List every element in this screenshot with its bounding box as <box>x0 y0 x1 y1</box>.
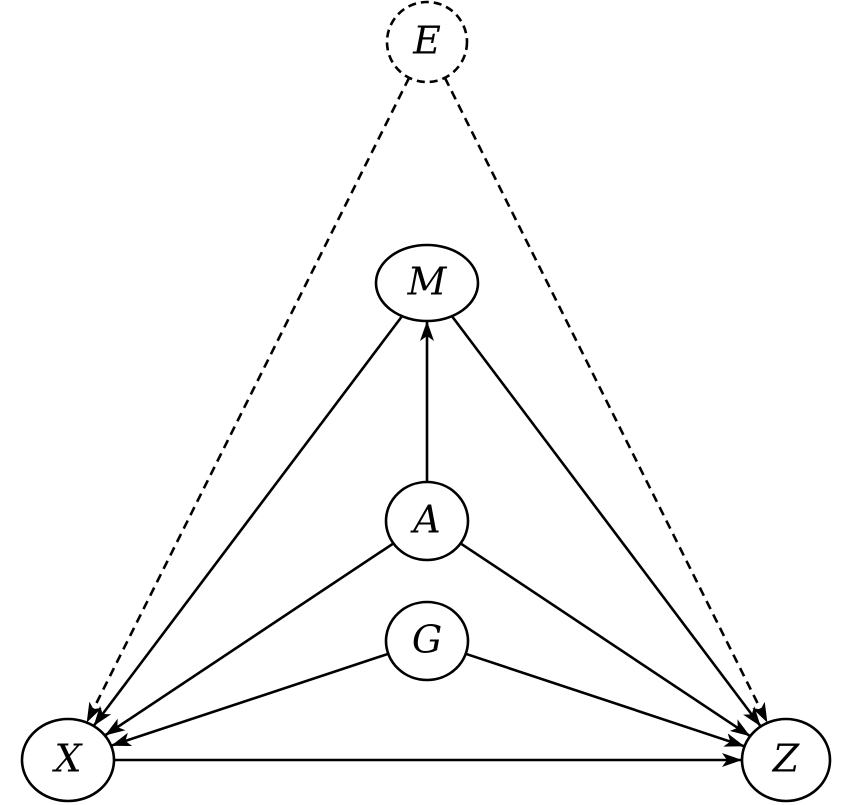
node-g: G <box>384 600 470 682</box>
node-z-label: Z <box>772 737 800 781</box>
edge-a-x <box>104 542 395 737</box>
edge-e-z <box>443 77 769 724</box>
node-z: Z <box>740 717 832 803</box>
edge-e-x <box>85 77 411 724</box>
node-e-label: E <box>412 19 441 63</box>
edge-g-z <box>465 652 745 748</box>
node-a: A <box>384 480 470 562</box>
edge-m-z <box>450 315 762 728</box>
node-a-label: A <box>410 498 440 542</box>
node-m-label: M <box>407 260 448 304</box>
node-x: X <box>20 717 116 803</box>
edge-m-x <box>92 315 404 727</box>
node-m: M <box>374 243 480 323</box>
edges-layer <box>85 77 769 767</box>
node-g-label: G <box>412 618 442 662</box>
edge-g-x <box>110 652 389 747</box>
node-e: E <box>385 0 469 84</box>
node-x-label: X <box>51 737 83 781</box>
nodes-layer: E M A G X Z <box>20 0 832 803</box>
edge-a-z <box>459 542 751 738</box>
